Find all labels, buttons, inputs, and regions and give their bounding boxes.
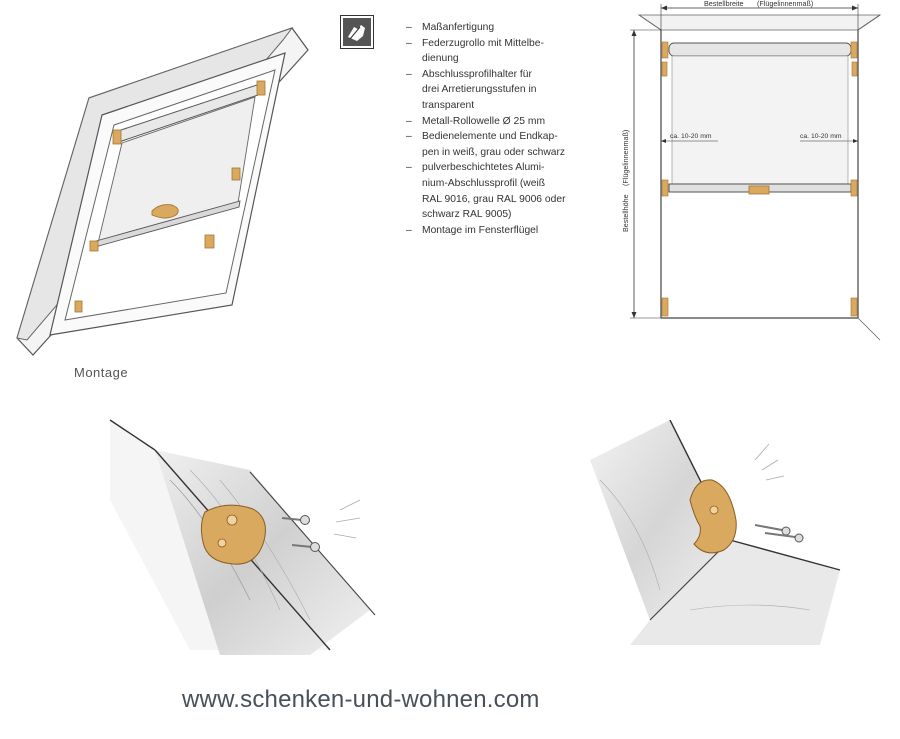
window-perspective-illustration: [10, 15, 310, 360]
mounting-illustration-right: [590, 420, 850, 650]
feature-item-continuation: transparent: [422, 99, 475, 111]
feature-list: Maßanfertigung Federzugrollo mit Mittelb…: [404, 20, 584, 238]
width-label: Bestellbreite: [704, 0, 744, 8]
feature-item-continuation: dienung: [422, 53, 459, 65]
montage-heading: Montage: [74, 365, 129, 380]
hand-operation-icon: [340, 15, 374, 49]
feature-item-continuation: pen in weiß, grau oder schwarz: [422, 146, 566, 158]
dimension-diagram: Bestellbreite (Flügelinnenmaß) Bestellhö…: [614, 0, 900, 345]
mounting-illustration-left: [100, 410, 390, 660]
feature-item-continuation: schwarz RAL 9005): [422, 209, 512, 221]
feature-item-continuation: RAL 9016, grau RAL 9006 oder: [422, 193, 566, 205]
feature-item-continuation: nium-Abschlussprofil (weiß: [422, 177, 546, 189]
feature-item: pulverbeschichtetes Alumi-: [404, 160, 584, 176]
website-url: www.schenken-und-wohnen.com: [182, 686, 540, 713]
feature-item: Bedienelemente und Endkap-: [404, 129, 584, 145]
feature-item-continuation: drei Arretierungsstufen in: [422, 84, 537, 96]
feature-item: Montage im Fensterflügel: [404, 223, 584, 239]
feature-item: Federzugrollo mit Mittelbe-: [404, 36, 584, 52]
left-gap-label: ca. 10-20 mm: [670, 133, 712, 140]
feature-item: Abschlussprofilhalter für: [404, 67, 584, 83]
feature-item: Maßanfertigung: [404, 20, 584, 36]
width-sublabel: (Flügelinnenmaß): [757, 0, 813, 8]
right-gap-label: ca. 10-20 mm: [800, 133, 842, 140]
feature-item: Metall-Rollowelle Ø 25 mm: [404, 114, 584, 130]
height-label: Bestellhöhe: [621, 194, 630, 232]
height-sublabel: (Flügelinnenmaß): [621, 130, 630, 186]
